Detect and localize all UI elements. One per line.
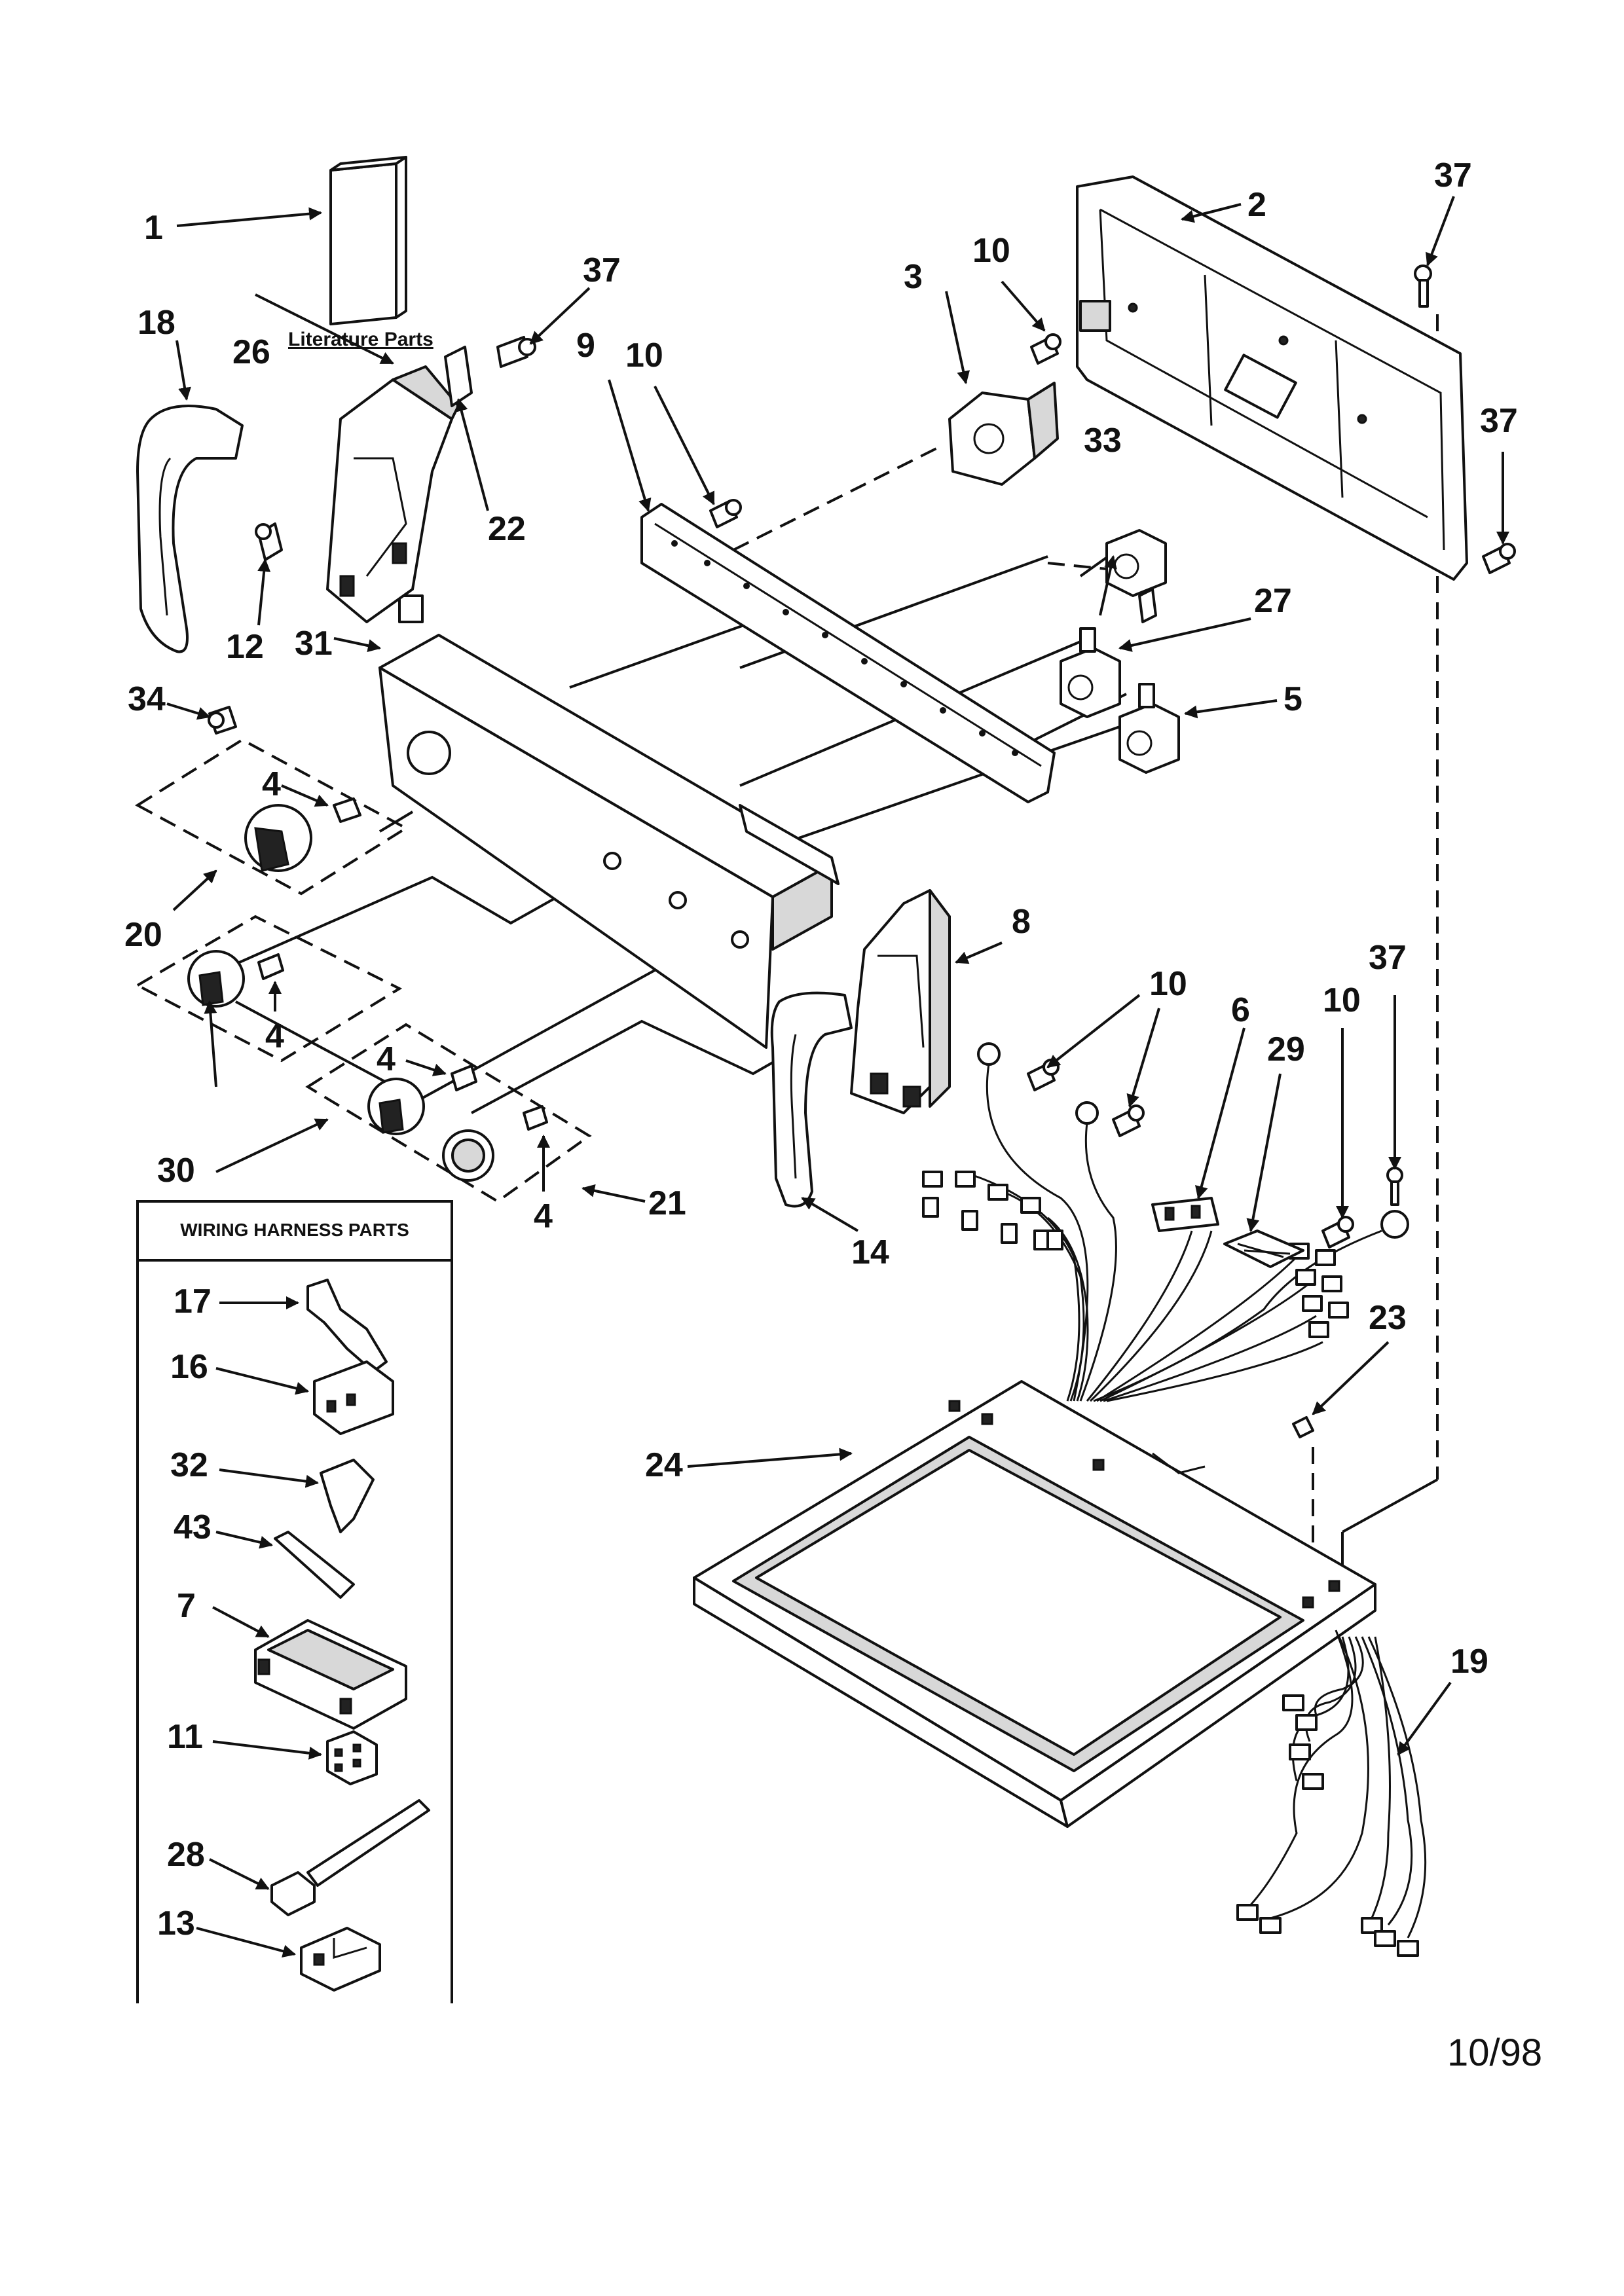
knob-30-b	[367, 1078, 425, 1135]
callout-5: 5	[1283, 680, 1302, 718]
top-panel	[693, 1380, 1376, 1828]
callout-4-d: 4	[534, 1197, 553, 1235]
screw-37-top-right	[1414, 264, 1432, 308]
clip-23	[1292, 1416, 1314, 1438]
harness-part-16	[313, 1360, 394, 1435]
console-panel	[378, 594, 840, 1049]
switch-33	[1105, 529, 1167, 623]
harness-part-32	[320, 1459, 375, 1533]
callout-7: 7	[177, 1587, 196, 1625]
knob-30-a	[187, 950, 245, 1008]
callout-26: 26	[232, 333, 270, 371]
callout-28: 28	[167, 1836, 205, 1874]
lower-harness-19	[1236, 1630, 1427, 1957]
callout-4-c: 4	[377, 1040, 396, 1078]
callout-8: 8	[1012, 903, 1031, 941]
callout-10-harness-c: 10	[1323, 981, 1361, 1019]
callout-24: 24	[645, 1446, 683, 1484]
screw-37-harness	[1386, 1167, 1403, 1206]
callout-37-harness: 37	[1369, 939, 1407, 977]
callout-arrows	[166, 196, 1509, 1958]
screw-10-harness-b	[1112, 1104, 1145, 1137]
harness-part-7	[254, 1619, 407, 1730]
harness-bracket-6	[1151, 1197, 1219, 1232]
callout-37-top-left: 37	[583, 251, 621, 289]
callout-10-rail: 10	[625, 337, 663, 374]
callout-10-timer: 10	[972, 232, 1010, 270]
callout-17: 17	[174, 1283, 212, 1321]
callout-30: 30	[157, 1152, 195, 1190]
switch-27	[1060, 627, 1121, 718]
callout-16: 16	[170, 1348, 208, 1386]
callout-37-top-right: 37	[1434, 156, 1472, 194]
clip-part	[444, 346, 473, 407]
callout-43: 43	[174, 1508, 212, 1546]
harness-part-13	[300, 1927, 381, 1992]
right-end-cap	[850, 889, 951, 1114]
control-bracket	[640, 503, 1056, 803]
screw-37-right	[1482, 543, 1516, 574]
callout-2: 2	[1247, 186, 1266, 224]
right-handle	[770, 991, 853, 1208]
screws	[208, 264, 1516, 1248]
screw-10-harness-a	[1027, 1059, 1060, 1091]
callout-9: 9	[576, 327, 595, 365]
callout-labels: 1 2 3 10 9 10 37 22 26 18 12 31 34 4 20 …	[124, 156, 1518, 1942]
screw-10-rail	[709, 499, 742, 528]
insert-4-a	[333, 797, 361, 823]
harness-part-28	[270, 1799, 430, 1916]
callout-4-b: 4	[265, 1017, 284, 1055]
callout-22: 22	[488, 510, 526, 548]
screw-10-timer	[1030, 333, 1061, 365]
end-cap-handle	[136, 405, 244, 653]
callout-33: 33	[1084, 422, 1122, 460]
screw-10-harness-c	[1321, 1216, 1354, 1248]
callout-21: 21	[648, 1184, 686, 1222]
insert-4-b	[257, 953, 284, 980]
callout-11: 11	[167, 1718, 203, 1756]
callout-27: 27	[1254, 582, 1292, 620]
harness-part-11	[326, 1730, 378, 1785]
callout-23: 23	[1369, 1299, 1407, 1337]
harness-box-title: WIRING HARNESS PARTS	[180, 1220, 409, 1240]
callout-37-right: 37	[1480, 402, 1518, 440]
callout-4-a: 4	[262, 765, 281, 803]
switch-5	[1118, 683, 1180, 774]
callout-29: 29	[1267, 1030, 1305, 1068]
left-end-cap	[326, 365, 460, 623]
callout-3: 3	[904, 258, 923, 296]
knob-20	[244, 804, 312, 872]
timer-part	[948, 382, 1059, 486]
insert-4-d	[523, 1105, 548, 1131]
callout-18: 18	[138, 304, 175, 342]
callout-31: 31	[295, 625, 333, 663]
rear-panel	[1076, 175, 1468, 581]
callout-20: 20	[124, 916, 162, 954]
screw-34	[208, 706, 237, 735]
harness-part-43	[274, 1531, 355, 1599]
harness-part-17	[306, 1279, 388, 1373]
label-29	[1223, 1230, 1304, 1268]
screw-12	[255, 522, 283, 561]
revision-date: 10/98	[1447, 2032, 1542, 2074]
callout-13: 13	[157, 1904, 195, 1942]
screw-37-top-left	[496, 336, 536, 368]
insert-4-c	[451, 1065, 477, 1091]
callout-14: 14	[851, 1233, 889, 1271]
callout-32: 32	[170, 1446, 208, 1484]
callout-12: 12	[226, 628, 264, 666]
callout-34: 34	[128, 680, 166, 718]
callout-1: 1	[144, 209, 163, 247]
knob-21	[442, 1129, 494, 1182]
callout-19: 19	[1450, 1643, 1488, 1681]
literature-part	[329, 156, 407, 325]
wiring-harness-parts-box	[136, 1200, 453, 2003]
callout-6: 6	[1231, 991, 1250, 1029]
wiring-harness	[922, 1042, 1409, 1402]
callout-10-harness-a: 10	[1149, 965, 1187, 1003]
